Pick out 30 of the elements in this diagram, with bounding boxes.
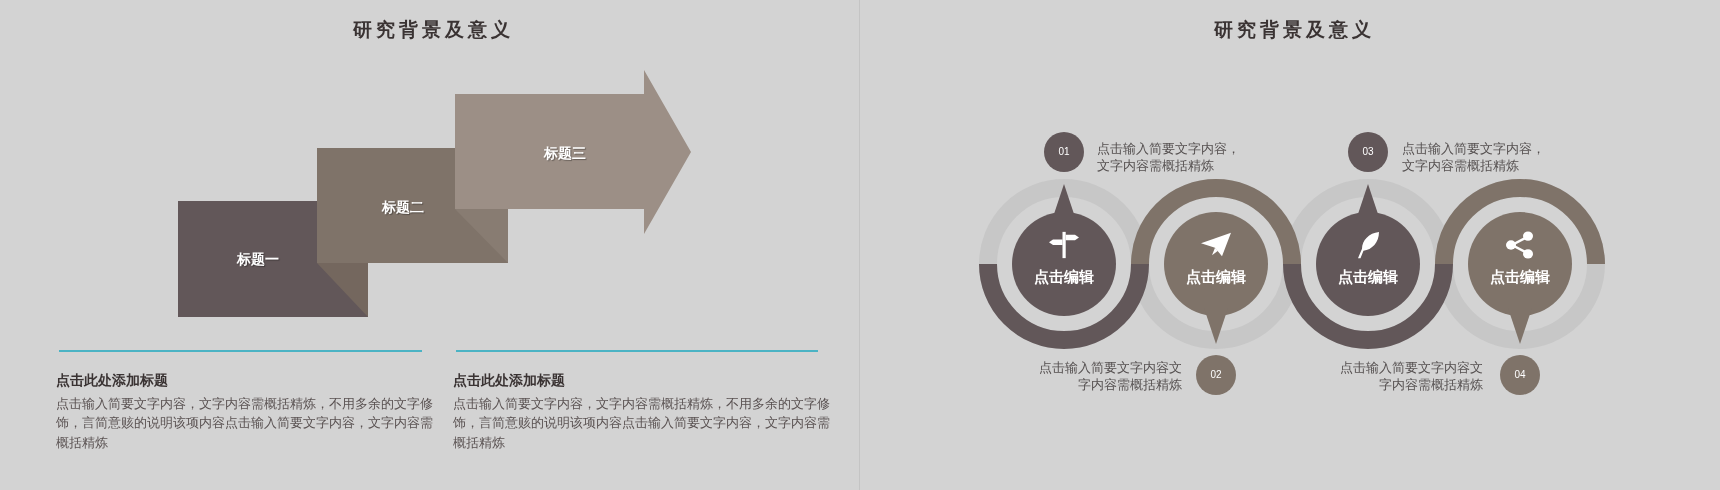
- description-text: 点击输入简要文字内容，文字内容需概括精炼: [1402, 141, 1546, 175]
- number-circle: [1044, 132, 1084, 172]
- step-label: 标题三: [543, 144, 587, 163]
- slide-title: 研究背景及意义: [351, 18, 515, 42]
- section-heading: 点击此处添加标题: [453, 371, 565, 390]
- description-text: 点击输入简要文字内容文字内容需概括精炼: [1038, 360, 1182, 394]
- callout-circle: [1468, 212, 1572, 344]
- slide-title: 研究背景及意义: [1212, 18, 1376, 42]
- number-circle: [1348, 132, 1388, 172]
- section-heading: 点击此处添加标题: [56, 371, 168, 390]
- body-text: 点击输入简要文字内容，文字内容需概括精炼，不用多余的文字修饰，言简意赅的说明该项内容点击输入简要文字内容，文字内容需概括精炼: [56, 395, 434, 452]
- arrow-shape: [455, 70, 691, 234]
- step-label: 标题二: [381, 198, 425, 217]
- step-label: 标题一: [236, 250, 280, 269]
- description-text: 点击输入简要文字内容文字内容需概括精炼: [1339, 360, 1483, 394]
- number-label: 03: [1361, 145, 1375, 159]
- number-label: 01: [1057, 145, 1071, 159]
- callout-circle: [1316, 184, 1420, 316]
- number-circle: [1500, 355, 1540, 395]
- number-label: 04: [1513, 368, 1527, 382]
- callout-label: 点击编辑: [1489, 267, 1551, 287]
- callout-label: 点击编辑: [1185, 267, 1247, 287]
- callout-circle: [1012, 184, 1116, 316]
- callout-circle: [1164, 212, 1268, 344]
- number-label: 02: [1209, 368, 1223, 382]
- body-text: 点击输入简要文字内容，文字内容需概括精炼，不用多余的文字修饰，言简意赅的说明该项内容点击输入简要文字内容，文字内容需概括精炼: [453, 395, 831, 452]
- callout-label: 点击编辑: [1337, 267, 1399, 287]
- callout-label: 点击编辑: [1033, 267, 1095, 287]
- number-circle: [1196, 355, 1236, 395]
- description-text: 点击输入简要文字内容，文字内容需概括精炼: [1097, 141, 1241, 175]
